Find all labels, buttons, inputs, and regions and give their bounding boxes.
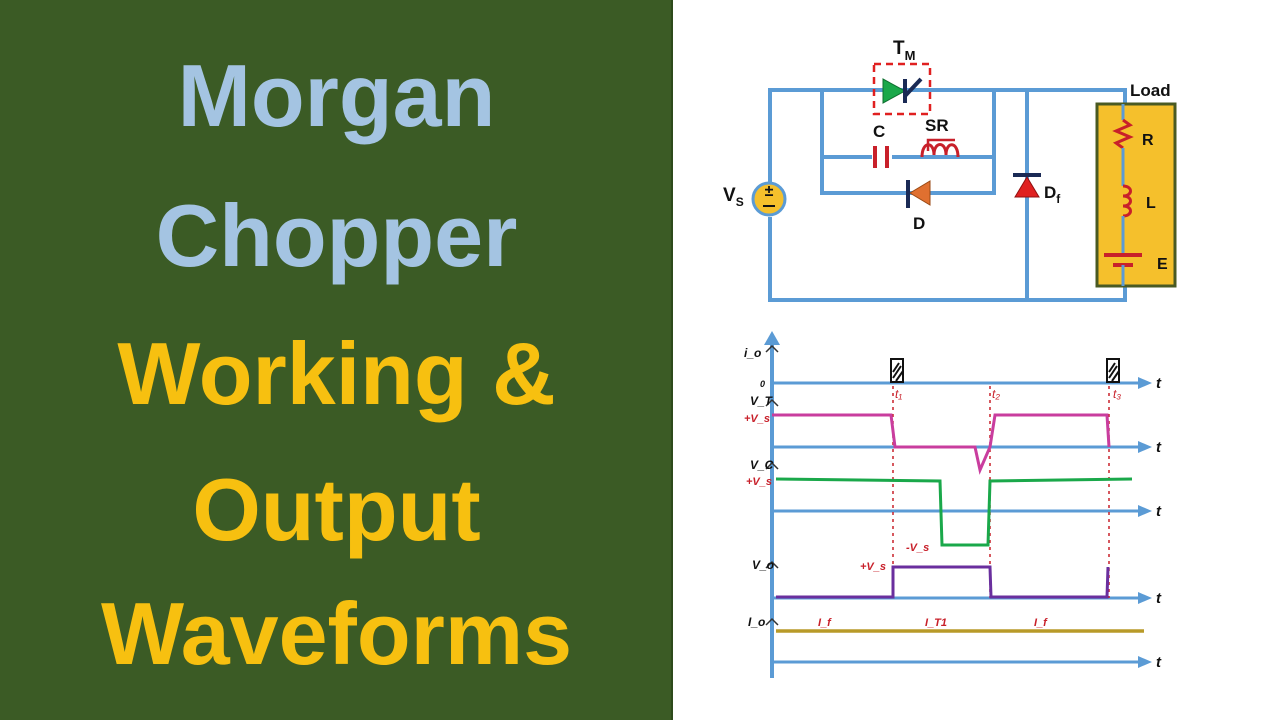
title-line-2: Chopper bbox=[155, 186, 518, 285]
level-ticks bbox=[765, 344, 779, 626]
title-line-1: Morgan bbox=[177, 46, 496, 145]
t-label-4: t bbox=[1156, 590, 1162, 607]
resistor-icon bbox=[1112, 118, 1134, 150]
time-arrow-1 bbox=[1138, 377, 1152, 389]
tick-vo bbox=[765, 560, 779, 569]
time-arrow-3 bbox=[1138, 505, 1152, 517]
io-axis-label: i_o bbox=[744, 346, 761, 360]
time-arrow-4 bbox=[1138, 592, 1152, 604]
t1-label: t₁ bbox=[895, 387, 902, 401]
vo-axis-label: V_o bbox=[752, 558, 774, 572]
top-wire bbox=[768, 88, 1127, 183]
level-labels: +V_s +V_s -V_s +V_s I_f I_T1 I_f bbox=[744, 413, 1048, 629]
time-arrow-2 bbox=[1138, 441, 1152, 453]
zero-label: 0 bbox=[760, 379, 765, 389]
source-plus-minus: ± bbox=[765, 183, 774, 200]
df-label: Df bbox=[1044, 183, 1061, 206]
t-label-5: t bbox=[1156, 654, 1162, 671]
gate-pulse-1-hatch bbox=[892, 362, 904, 382]
r-label: R bbox=[1142, 132, 1154, 149]
time-axis-arrows bbox=[1138, 377, 1152, 668]
gate-pulse-2-hatch bbox=[1108, 362, 1120, 382]
vo-plus-vs: +V_s bbox=[860, 561, 886, 573]
vc-waveform bbox=[775, 477, 1133, 547]
thyristor-gate bbox=[903, 77, 923, 98]
if-label-1: I_f bbox=[818, 617, 832, 629]
title-line-5: Waveforms bbox=[100, 584, 573, 683]
title-line-4: Output bbox=[192, 460, 481, 559]
time-instant-labels: t₁ t₂ t₃ bbox=[895, 387, 1121, 401]
vt-axis-label: V_T bbox=[750, 394, 774, 408]
diagram-panel: TM C SR D Df ± VS Load bbox=[673, 0, 1280, 720]
if-label-2: I_f bbox=[1034, 617, 1048, 629]
tick-io bbox=[765, 344, 779, 353]
vo-waveform bbox=[776, 565, 1110, 599]
t2-label: t₂ bbox=[992, 387, 1000, 401]
commutation-loop bbox=[820, 90, 996, 195]
thyristor-dashed-box bbox=[872, 62, 932, 116]
t-label-1: t bbox=[1156, 375, 1162, 392]
inductor-icon bbox=[1122, 184, 1132, 218]
vt-plus-vs: +V_s bbox=[744, 413, 770, 425]
t3-label: t₃ bbox=[1113, 387, 1121, 401]
itm-label: I_T1 bbox=[925, 617, 947, 629]
dc-source-icon bbox=[751, 181, 787, 217]
vc-axis-label: V_C bbox=[750, 458, 774, 472]
d-label: D bbox=[913, 214, 925, 233]
freewheel-diode-icon bbox=[1014, 176, 1040, 198]
l-label: L bbox=[1146, 195, 1156, 212]
sr-label: SR bbox=[925, 116, 949, 135]
reactor-core bbox=[926, 138, 955, 151]
vertical-axis-arrow bbox=[764, 331, 780, 345]
diode-d-icon bbox=[909, 180, 931, 206]
io2-axis-label: I_o bbox=[748, 615, 765, 629]
t-label-2: t bbox=[1156, 439, 1162, 456]
diagram-svg: TM C SR D Df ± VS Load bbox=[723, 38, 1177, 678]
vt-waveform bbox=[772, 413, 1111, 475]
c-label: C bbox=[873, 122, 885, 141]
title-line-3: Working & bbox=[117, 324, 556, 423]
load-label: Load bbox=[1130, 81, 1171, 100]
bottom-wire bbox=[768, 217, 1127, 302]
e-label: E bbox=[1157, 256, 1168, 273]
t-label-3: t bbox=[1156, 503, 1162, 520]
circuit-diagram: TM C SR D Df ± VS Load bbox=[723, 38, 1177, 302]
waveform-diagram: t t t t t bbox=[744, 331, 1162, 678]
t-axis-labels: t t t t t bbox=[1156, 375, 1162, 671]
tick-vc bbox=[765, 461, 779, 470]
tm-label: TM bbox=[893, 38, 915, 63]
vc-plus-vs: +V_s bbox=[746, 476, 772, 488]
time-arrow-5 bbox=[1138, 656, 1152, 668]
title-panel: Morgan Chopper Working & Output Waveform… bbox=[0, 0, 673, 720]
thyristor-icon bbox=[882, 78, 907, 104]
vc-minus-vs: -V_s bbox=[906, 542, 929, 554]
vs-label: VS bbox=[723, 185, 744, 209]
tick-io2 bbox=[765, 617, 779, 626]
tick-vt bbox=[765, 398, 779, 407]
waveform-axis-labels: i_o 0 V_T V_C V_o I_o bbox=[744, 346, 774, 629]
